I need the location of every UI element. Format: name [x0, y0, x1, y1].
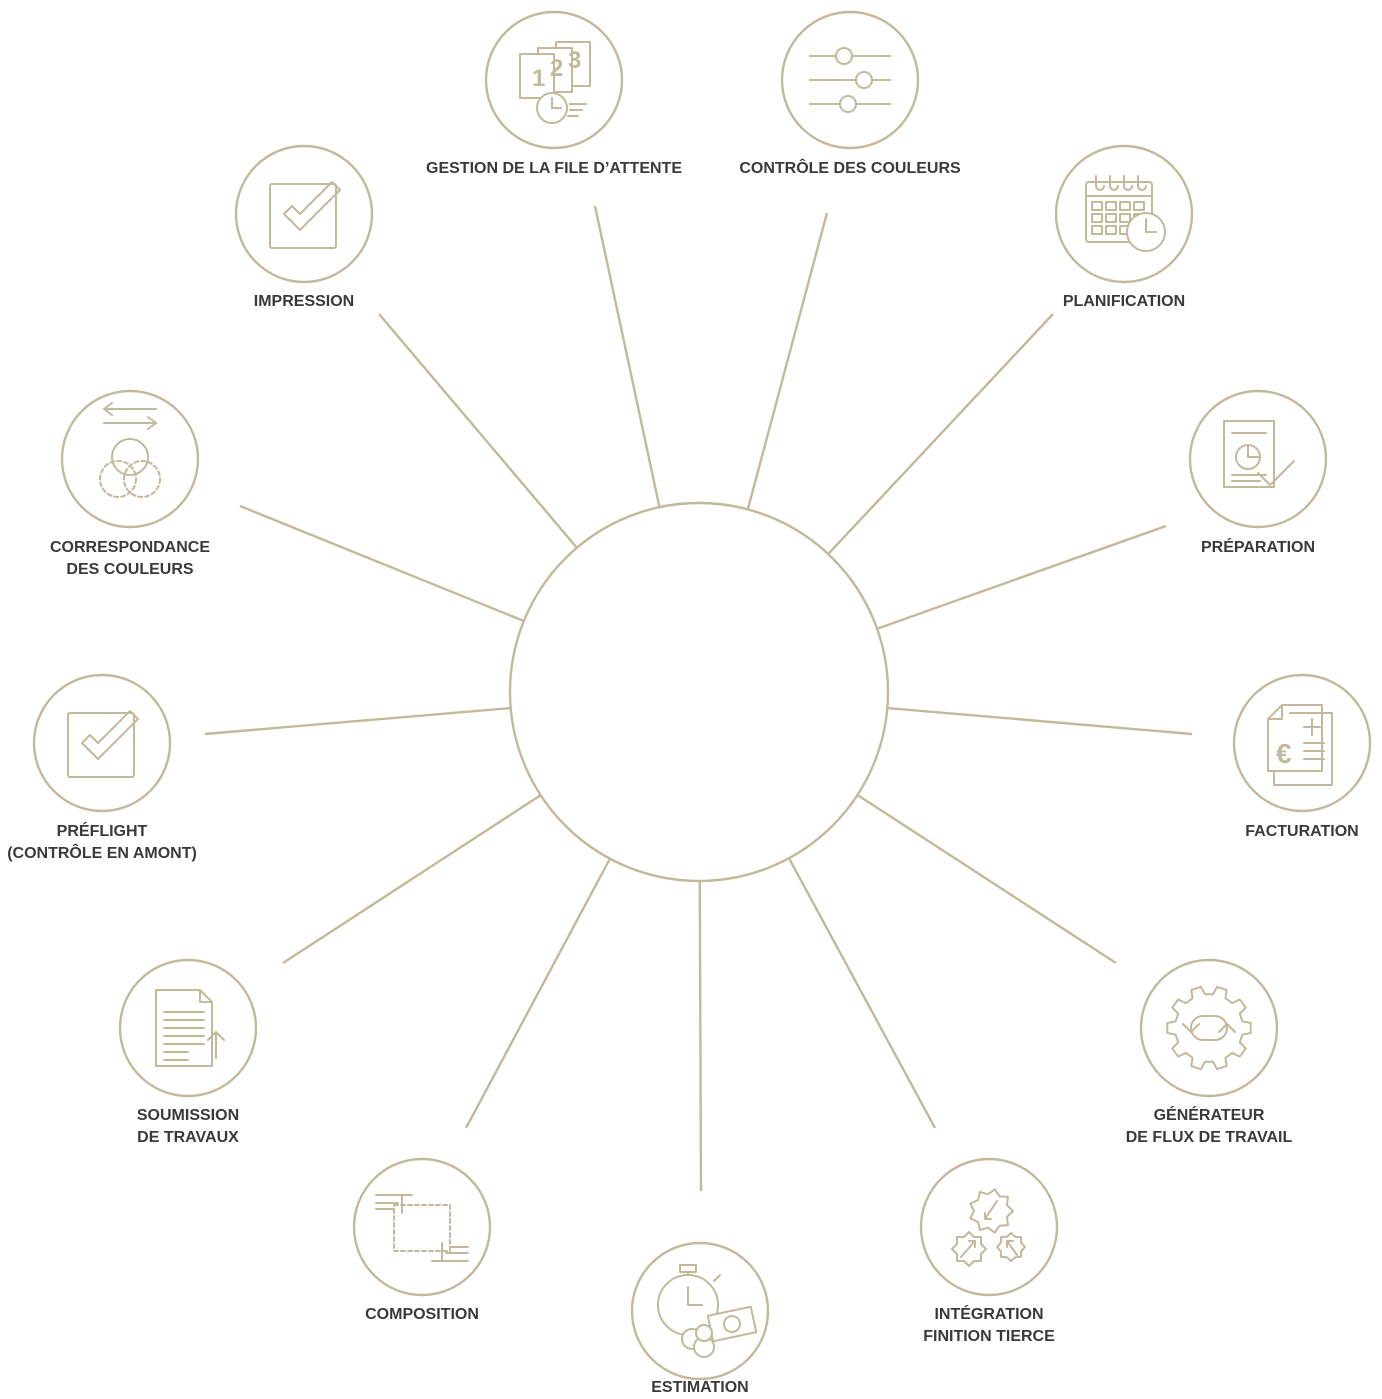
node-circle-integration-finition: [919, 1157, 1059, 1297]
node-label-line: PLANIFICATION: [1062, 293, 1186, 310]
node-composition: [352, 1157, 492, 1297]
svg-text:2: 2: [550, 55, 563, 82]
node-label-line: FACTURATION: [1245, 823, 1359, 840]
node-label-line: COMPOSITION: [365, 1306, 479, 1323]
hands-frame-icon: [375, 1194, 469, 1262]
node-circle-generateur-flux: [1139, 958, 1279, 1098]
node-label-correspondance-couleurs: CORRESPONDANCE DES COULEURS: [50, 537, 210, 581]
node-label-controle-couleurs: CONTRÔLE DES COULEURS: [739, 158, 960, 180]
svg-text:1: 1: [532, 65, 545, 92]
node-label-line: PRÉFLIGHT: [56, 823, 148, 840]
node-label-line: SOUMISSION: [136, 1107, 240, 1124]
node-impression: [234, 144, 374, 284]
node-circle-estimation: [630, 1241, 770, 1381]
node-label-integration-finition: INTÉGRATION FINITION TIERCE: [923, 1304, 1055, 1348]
node-label-composition: COMPOSITION: [365, 1304, 479, 1326]
node-circle-preparation: [1188, 389, 1328, 529]
node-label-gestion-file-attente: GESTION DE LA FILE D’ATTENTE: [426, 158, 682, 180]
calendar-clock-icon: [1085, 175, 1166, 252]
node-correspondance-couleurs: [60, 389, 200, 529]
node-label-estimation: ESTIMATION: [651, 1377, 748, 1399]
color-circles-arrows-icon: [99, 402, 161, 498]
invoice-euro-icon: €: [1267, 704, 1333, 786]
node-circle-impression: [234, 144, 374, 284]
node-label-soumission-travaux: SOUMISSION DE TRAVAUX: [137, 1105, 239, 1149]
node-label-preflight: PRÉFLIGHT (CONTRÔLE EN AMONT): [7, 821, 197, 865]
svg-text:€: €: [1276, 738, 1292, 769]
node-label-line: DE TRAVAUX: [137, 1129, 239, 1146]
checkbox-icon: [67, 710, 139, 778]
node-label-line: ESTIMATION: [651, 1379, 749, 1396]
node-preparation: [1188, 389, 1328, 529]
stopwatch-money-icon: [657, 1264, 758, 1358]
node-label-line: GÉNÉRATEUR: [1153, 1107, 1265, 1124]
central-hub: [508, 501, 890, 883]
checkbox-icon: [269, 181, 341, 249]
node-label-generateur-flux: GÉNÉRATEUR DE FLUX DE TRAVAIL: [1126, 1105, 1293, 1149]
node-label-line: CONTRÔLE DES COULEURS: [739, 160, 961, 177]
node-circle-facturation: [1232, 673, 1372, 813]
node-label-line: DE FLUX DE TRAVAIL: [1125, 1129, 1293, 1146]
report-pie-check-icon: [1223, 420, 1295, 488]
node-preflight: [32, 673, 172, 813]
node-label-line: PRÉPARATION: [1200, 539, 1316, 556]
node-generateur-flux: [1139, 958, 1279, 1098]
node-label-planification: PLANIFICATION: [1063, 291, 1185, 313]
node-circle-composition: [352, 1157, 492, 1297]
node-label-preparation: PRÉPARATION: [1201, 537, 1315, 559]
node-label-line: CORRESPONDANCE: [49, 539, 211, 556]
node-label-line: DES COULEURS: [66, 561, 194, 578]
node-planification: [1054, 144, 1194, 284]
node-label-line: GESTION DE LA FILE D’ATTENTE: [426, 160, 682, 177]
gears-arrows-icon: [951, 1188, 1026, 1267]
node-facturation: €: [1232, 673, 1372, 813]
node-label-line: FINITION TIERCE: [923, 1328, 1055, 1345]
document-upload-icon: [155, 989, 225, 1067]
node-circle-preflight: [32, 673, 172, 813]
node-label-impression: IMPRESSION: [254, 291, 354, 313]
sliders-icon: [809, 47, 891, 113]
node-soumission-travaux: [118, 958, 258, 1098]
svg-text:3: 3: [568, 47, 581, 74]
node-integration-finition: [919, 1157, 1059, 1297]
node-label-line: INTÉGRATION: [934, 1306, 1044, 1323]
gear-cycle-icon: [1166, 985, 1252, 1071]
node-circle-correspondance-couleurs: [60, 389, 200, 529]
node-label-line: (CONTRÔLE EN AMONT): [7, 845, 197, 862]
node-estimation: [630, 1241, 770, 1381]
node-label-facturation: FACTURATION: [1245, 821, 1358, 843]
node-label-line: IMPRESSION: [253, 293, 355, 310]
node-controle-couleurs: [780, 10, 920, 150]
